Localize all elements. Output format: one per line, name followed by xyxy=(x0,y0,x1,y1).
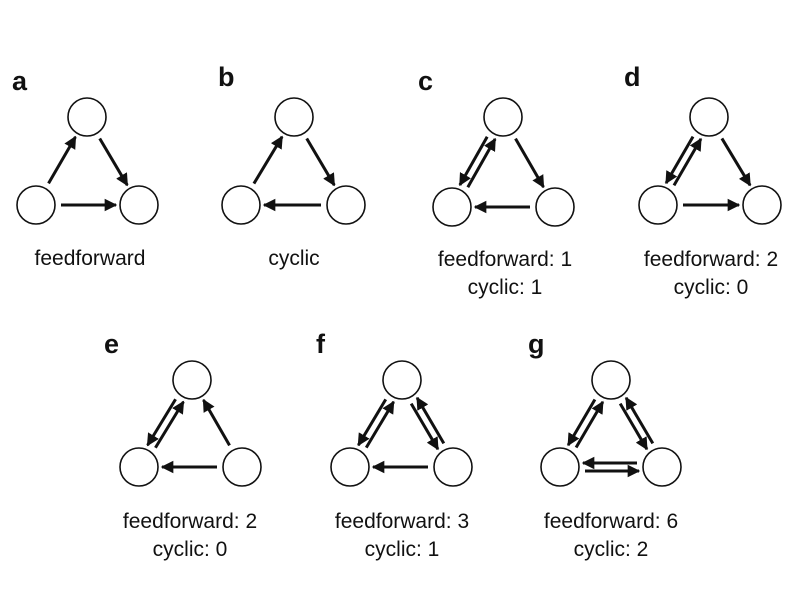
node-top xyxy=(689,97,729,137)
edge-top-to-bl xyxy=(566,398,597,447)
node-br xyxy=(222,447,262,487)
panel-d: d feedforward: 2 cyclic: 0 xyxy=(624,62,782,299)
panel-letter: g xyxy=(528,329,545,359)
edge-bl-to-top xyxy=(154,400,185,449)
edge-top-to-bl xyxy=(664,135,695,185)
edge-top-to-br xyxy=(409,402,440,451)
edge-br-to-top xyxy=(415,396,446,445)
node-top xyxy=(382,360,422,400)
node-bl xyxy=(638,185,678,225)
panel-letter: a xyxy=(12,66,28,96)
edge-top-to-bl xyxy=(458,136,489,187)
caption-line: cyclic: 0 xyxy=(674,276,749,299)
caption-line: cyclic: 2 xyxy=(574,538,649,561)
panel-letter: e xyxy=(104,329,119,359)
edge-bl-to-top xyxy=(672,137,703,187)
node-bl xyxy=(330,447,370,487)
edge-top-to-br xyxy=(98,137,129,187)
node-top xyxy=(591,360,631,400)
edge-bl-to-top xyxy=(466,137,497,188)
node-br xyxy=(119,185,159,225)
node-br xyxy=(642,447,682,487)
node-top xyxy=(67,97,107,137)
panel-f: f feedforward: 3 cyclic: 1 xyxy=(316,329,473,561)
node-bl xyxy=(119,447,159,487)
caption-line: feedforward: 2 xyxy=(123,510,257,533)
caption-line: cyclic: 1 xyxy=(365,538,440,561)
node-bl xyxy=(540,447,580,487)
edge-top-to-bl xyxy=(146,398,177,447)
edge-bl-to-top xyxy=(364,400,395,449)
panel-letter: b xyxy=(218,62,235,92)
edge-top-to-br xyxy=(618,402,649,451)
edge-top-to-br xyxy=(514,137,545,189)
node-bl xyxy=(221,185,261,225)
caption-line: cyclic: 0 xyxy=(153,538,228,561)
edge-top-to-br xyxy=(305,137,336,187)
caption-line: feedforward xyxy=(35,247,146,270)
node-bl xyxy=(16,185,56,225)
node-top xyxy=(172,360,212,400)
edge-top-to-br xyxy=(720,137,752,187)
node-top xyxy=(483,97,523,137)
caption-line: feedforward: 2 xyxy=(644,248,778,271)
node-bl xyxy=(432,187,472,227)
panel-c: c feedforward: 1 cyclic: 1 xyxy=(418,66,575,299)
panel-letter: f xyxy=(316,329,326,359)
caption-line: feedforward: 6 xyxy=(544,510,678,533)
panel-letter: c xyxy=(418,66,433,96)
panel-a: a feedforward xyxy=(12,66,159,270)
caption-line: feedforward: 1 xyxy=(438,248,572,271)
caption-line: cyclic xyxy=(268,247,319,270)
node-br xyxy=(535,187,575,227)
edge-top-to-bl xyxy=(357,398,388,447)
node-top xyxy=(274,97,314,137)
node-br xyxy=(433,447,473,487)
node-br xyxy=(742,185,782,225)
panel-letter: d xyxy=(624,62,641,92)
edge-bl-to-top xyxy=(574,400,605,449)
panel-e: e feedforward: 2 cyclic: 0 xyxy=(104,329,262,561)
panel-g: g feedforward: 6 cyclic: 2 xyxy=(528,329,682,561)
caption-line: feedforward: 3 xyxy=(335,510,469,533)
edge-bl-to-top xyxy=(252,135,284,185)
edge-bl-to-top xyxy=(47,135,77,185)
panel-b: b cyclic xyxy=(218,62,366,270)
caption-line: cyclic: 1 xyxy=(468,276,543,299)
node-br xyxy=(326,185,366,225)
edge-br-to-top xyxy=(624,396,655,445)
edge-br-to-top xyxy=(202,398,231,447)
